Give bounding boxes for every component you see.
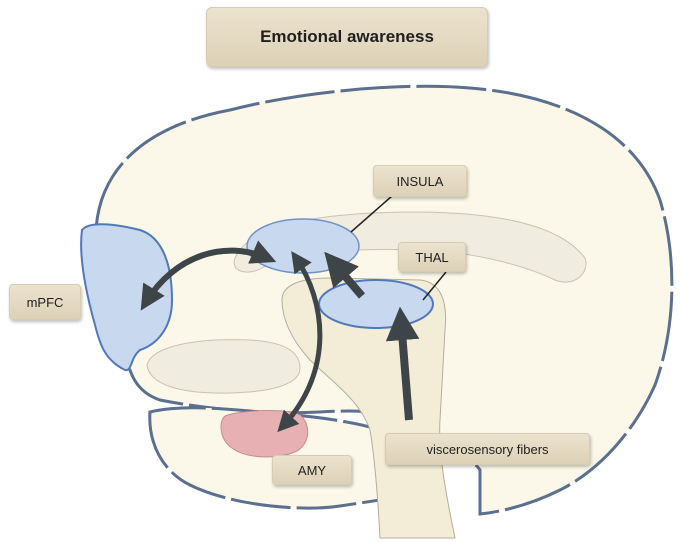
brainstem (281, 277, 456, 539)
arrow-thal-to-insula (324, 251, 366, 299)
diagram-title: Emotional awareness (206, 7, 488, 67)
insula-connector (350, 195, 393, 233)
amy-label: AMY (272, 455, 352, 485)
thalamus-region (318, 279, 434, 329)
insula-label: INSULA (373, 165, 467, 197)
thal-label: THAL (398, 242, 466, 272)
lower-arc (146, 339, 301, 394)
thal-connector (422, 271, 447, 301)
arrow-insula-amy (277, 251, 323, 433)
arrow-insula-to-mpfc (140, 240, 277, 311)
viscerosensory-label: viscerosensory fibers (385, 433, 590, 465)
amygdala-region (220, 410, 309, 458)
mpfc-label: mPFC (9, 284, 81, 320)
arrow-fibers-to-thal (385, 306, 420, 421)
